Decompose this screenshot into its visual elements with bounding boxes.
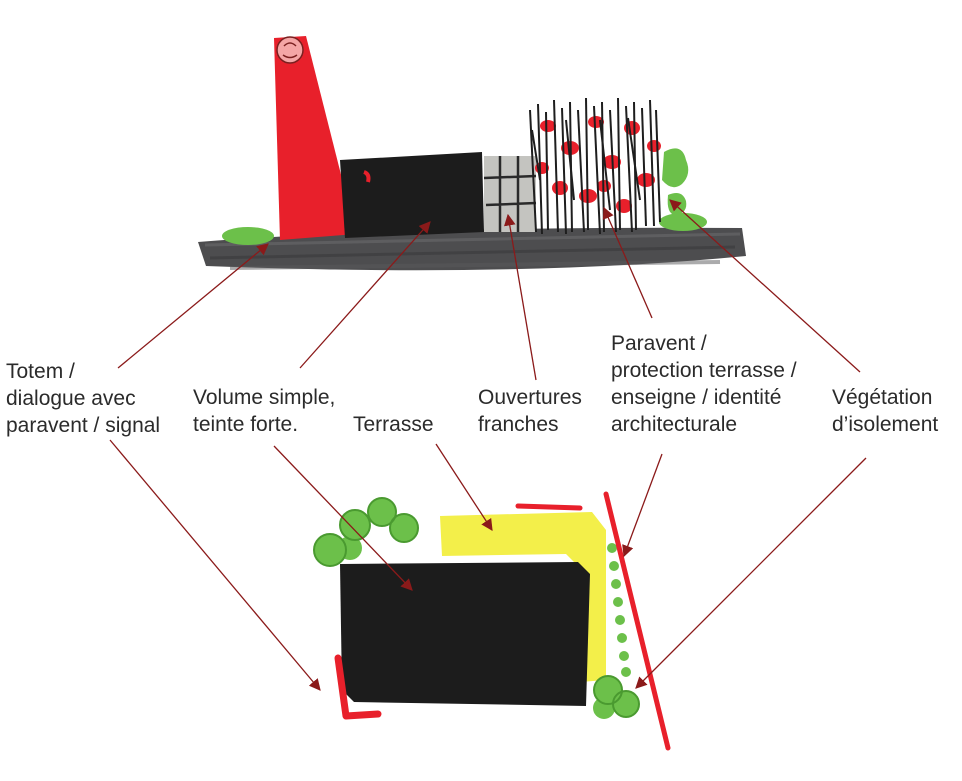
plan-terrace [440, 512, 606, 682]
label-volume: Volume simple, teinte forte. [193, 386, 336, 436]
leader-volume-plan [273, 445, 413, 591]
plan-totem [334, 654, 382, 720]
plan-paravent [603, 491, 671, 751]
label-totem: Totem / dialogue avec paravent / signal [6, 360, 161, 437]
leader-lines [109, 199, 867, 691]
label-terrasse: Terrasse [353, 413, 434, 436]
label-ouvertures: Ouvertures franches [478, 386, 582, 436]
plan-volume [340, 562, 590, 706]
leader-volume-elevation [299, 221, 431, 369]
plan-sketch [313, 491, 671, 751]
label-paravent: Paravent / protection terrasse / enseign… [611, 332, 797, 436]
leader-paravent-plan [622, 453, 663, 558]
leader-totem-plan [109, 439, 321, 691]
label-vegetation: Végétation d’isolement [832, 386, 939, 436]
elevation-sketch [198, 36, 746, 271]
totem-logo [276, 36, 304, 64]
paravent-screen [529, 97, 661, 235]
leader-vegetation-elevation [669, 199, 861, 373]
leader-terrasse [435, 443, 493, 531]
glazed-openings [483, 156, 537, 232]
leader-ouvertures [503, 213, 537, 381]
totem [274, 36, 356, 240]
black-volume [340, 152, 484, 238]
leader-paravent-elevation [602, 206, 653, 319]
leader-vegetation-plan [635, 457, 867, 689]
plan-greenery [314, 498, 639, 719]
leader-totem-elevation [117, 243, 269, 369]
ground-strip [198, 227, 746, 271]
